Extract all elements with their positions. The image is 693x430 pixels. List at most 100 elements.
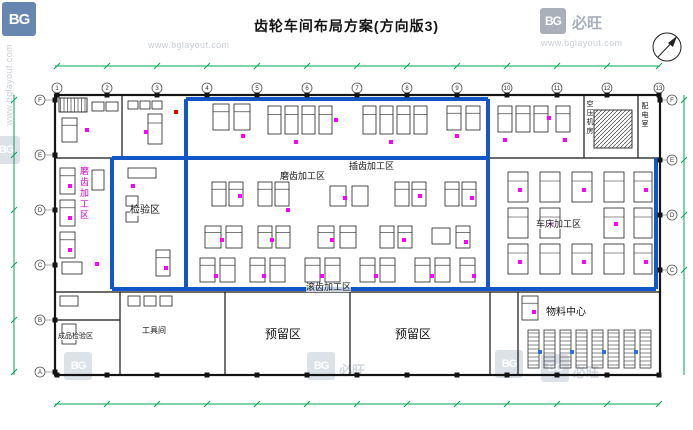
- equipment-marker: [330, 238, 334, 242]
- machine-block: [362, 105, 377, 135]
- shelf-rack: [623, 329, 636, 369]
- equipment-marker: [550, 222, 554, 226]
- column-mark: [104, 372, 110, 378]
- machine-block: [127, 295, 141, 307]
- column-mark: [52, 262, 58, 268]
- machine-block: [497, 105, 513, 133]
- machine-block: [339, 225, 357, 249]
- column-mark: [52, 369, 58, 375]
- machine-block: [414, 257, 431, 283]
- dimension-tick: [53, 62, 61, 70]
- column-mark: [104, 92, 110, 98]
- machine-block: [324, 257, 341, 283]
- brand-logo-icon: BG: [0, 136, 20, 164]
- column-mark: [154, 92, 160, 98]
- equipment-marker: [164, 266, 168, 270]
- brand-logo-glyph: BG: [70, 360, 86, 372]
- column-mark: [454, 372, 460, 378]
- equipment-marker: [68, 248, 72, 252]
- grid-bubble-label: A: [38, 370, 42, 376]
- grid-bubble-label: F: [670, 98, 674, 104]
- dimension-tick: [353, 62, 361, 70]
- machine-block: [143, 295, 157, 307]
- column-mark: [354, 372, 360, 378]
- equipment-marker: [538, 350, 542, 354]
- machine-block: [155, 249, 171, 277]
- equipment-marker: [455, 134, 459, 138]
- machine-block: [555, 105, 571, 133]
- column-mark: [52, 317, 58, 323]
- column-mark: [656, 92, 662, 98]
- machine-block: [318, 105, 333, 135]
- equipment-marker: [95, 262, 99, 266]
- column-mark: [54, 372, 60, 378]
- machine-block: [301, 105, 316, 135]
- dimension-tick: [10, 261, 18, 269]
- equipment-marker: [262, 274, 266, 278]
- equipment-marker: [85, 128, 89, 132]
- grid-bubble-label: E: [670, 158, 674, 164]
- grid-bubble-label: 4: [205, 86, 209, 92]
- machine-block: [603, 171, 625, 203]
- grid-bubble-label: 11: [554, 86, 561, 92]
- column-mark: [304, 92, 310, 98]
- machine-block: [257, 181, 273, 207]
- machine-block: [461, 181, 477, 207]
- equipment-marker: [286, 208, 290, 212]
- dimension-tick: [655, 62, 663, 70]
- shelf-rack: [543, 329, 556, 369]
- machine-block: [59, 295, 79, 307]
- column-mark: [554, 372, 560, 378]
- brand-logo-glyph: BG: [501, 358, 517, 370]
- equipment-marker: [68, 216, 72, 220]
- dimension-tick: [153, 62, 161, 70]
- machine-block: [379, 225, 395, 249]
- brand-logo-glyph: BG: [313, 360, 329, 372]
- brand-logo-icon: BG: [2, 2, 36, 36]
- equipment-marker: [532, 310, 536, 314]
- machine-block: [413, 105, 428, 135]
- equipment-marker: [174, 110, 178, 114]
- column-mark: [52, 207, 58, 213]
- watermark-url-top-left: www.bglayout.com: [148, 40, 230, 50]
- dimension-tick: [553, 62, 561, 70]
- equipment-marker: [518, 188, 522, 192]
- column-mark: [656, 372, 662, 378]
- machine-block: [465, 105, 481, 131]
- equipment-marker: [582, 260, 586, 264]
- dimension-tick: [10, 368, 18, 376]
- grid-bubble-label: 3: [155, 86, 159, 92]
- machine-block: [459, 257, 476, 283]
- machine-block: [507, 171, 529, 203]
- equipment-marker: [418, 194, 422, 198]
- equipment-marker: [68, 184, 72, 188]
- column-mark: [404, 372, 410, 378]
- equipment-marker: [570, 350, 574, 354]
- column-mark: [454, 92, 460, 98]
- dimension-tick: [603, 400, 611, 408]
- equipment-marker: [582, 188, 586, 192]
- column-mark: [504, 372, 510, 378]
- shelf-rack: [527, 329, 540, 369]
- equipment-marker: [389, 140, 393, 144]
- machine-block: [125, 195, 139, 207]
- machine-block: [233, 103, 251, 131]
- equipment-marker: [270, 238, 274, 242]
- machine-block: [397, 225, 413, 249]
- equipment-marker: [238, 194, 242, 198]
- column-mark: [254, 372, 260, 378]
- machine-block: [633, 171, 653, 203]
- equipment-marker: [644, 188, 648, 192]
- shelf-rack: [559, 329, 572, 369]
- dimension-tick: [680, 156, 688, 164]
- grid-bubble-label: D: [38, 208, 43, 214]
- machine-block: [396, 105, 411, 135]
- machine-block: [521, 295, 539, 321]
- machine-block: [219, 257, 236, 283]
- dimension-tick: [203, 400, 211, 408]
- column-mark: [204, 372, 210, 378]
- equipment-marker: [214, 274, 218, 278]
- machine-block: [304, 257, 321, 283]
- equipment-marker: [320, 274, 324, 278]
